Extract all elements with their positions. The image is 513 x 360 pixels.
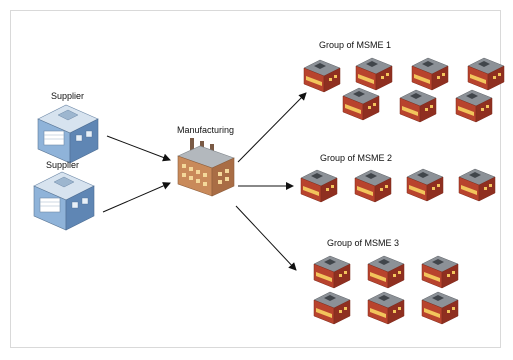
small-shop-building-icon (421, 255, 459, 289)
manufacturing-label: Manufacturing (177, 125, 235, 135)
small-shop-building-icon (406, 168, 444, 202)
small-shop-building-icon (342, 87, 380, 121)
supplier-bottom-label: Supplier (46, 160, 80, 170)
arrow-manufacturing-to-group3 (235, 205, 297, 271)
arrow-manufacturing-to-group1 (237, 92, 307, 163)
group3-title: Group of MSME 3 (327, 238, 400, 248)
supplier-building-icon (37, 104, 99, 164)
group2-title: Group of MSME 2 (320, 153, 393, 163)
small-shop-building-icon (355, 57, 393, 91)
supplier-building-icon (33, 171, 95, 231)
small-shop-building-icon (421, 291, 459, 325)
small-shop-building-icon (399, 89, 437, 123)
small-shop-building-icon (354, 169, 392, 203)
small-shop-building-icon (300, 169, 338, 203)
small-shop-building-icon (411, 57, 449, 91)
arrow-supplier-bottom-to-manufacturing (102, 182, 171, 213)
supplier-top-label: Supplier (51, 91, 85, 101)
small-shop-building-icon (458, 168, 496, 202)
small-shop-building-icon (367, 291, 405, 325)
arrow-supplier-top-to-manufacturing (106, 135, 171, 162)
small-shop-building-icon (367, 255, 405, 289)
small-shop-building-icon (313, 255, 351, 289)
small-shop-building-icon (313, 291, 351, 325)
group1-title: Group of MSME 1 (319, 40, 392, 50)
factory-icon (177, 137, 235, 197)
small-shop-building-icon (303, 59, 341, 93)
small-shop-building-icon (467, 57, 505, 91)
small-shop-building-icon (455, 89, 493, 123)
